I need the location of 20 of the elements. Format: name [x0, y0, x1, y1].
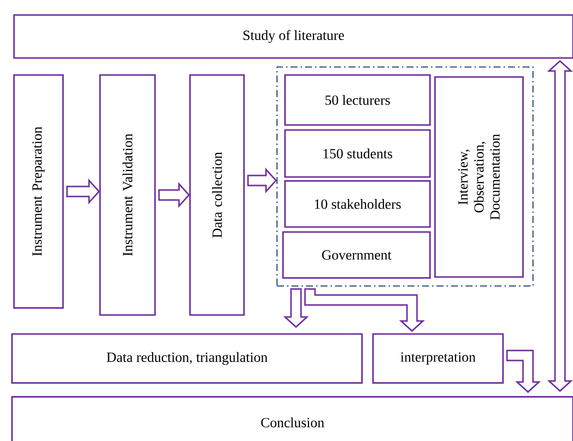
process-box: Data reduction, triangulation [11, 333, 363, 384]
block-arrow [247, 168, 278, 194]
process-box: Instrument Validation [99, 74, 156, 316]
block-arrow [547, 60, 573, 392]
process-box: interpretation [372, 333, 504, 384]
block-arrow [158, 182, 190, 208]
process-box: Conclusion [11, 396, 573, 441]
process-box: Interview, Observation, Documentation [434, 76, 524, 278]
process-box: Study of literature [13, 14, 573, 59]
process-box: 10 stakeholders [284, 180, 431, 228]
process-box: 150 students [284, 129, 431, 178]
block-arrow [506, 350, 541, 393]
process-box: Data collection [189, 74, 245, 316]
block-arrow [283, 288, 309, 328]
block-arrow [66, 178, 100, 204]
process-box: Government [282, 231, 431, 279]
process-box: 50 lecturers [284, 74, 431, 126]
block-arrow [304, 288, 425, 332]
group-frame [276, 66, 534, 287]
process-box: Instrument Preparation [13, 74, 64, 309]
